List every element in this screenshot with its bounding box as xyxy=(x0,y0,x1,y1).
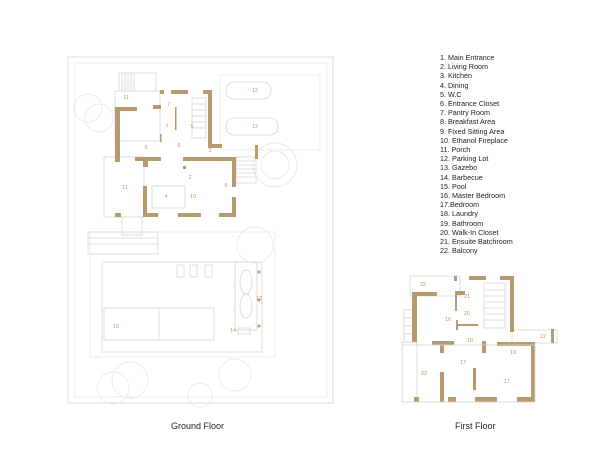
room-label: 17 xyxy=(460,360,466,366)
legend-item: 11. Porch xyxy=(440,145,471,155)
ground-floor-caption: Ground Floor xyxy=(171,421,225,431)
tree xyxy=(218,358,252,392)
room-label: 4 xyxy=(164,194,167,200)
tree xyxy=(84,103,114,133)
room-label: 14 xyxy=(230,328,236,334)
first-floor-plan: 22 21 20 16 18 22 19 17 22 17 xyxy=(401,275,558,403)
room-label: 2 xyxy=(188,175,191,181)
legend-item: 10. Ethanol Fireplace xyxy=(440,135,508,145)
legend-item: 8. Breakfast Area xyxy=(440,117,496,127)
legend-item: 15. Pool xyxy=(440,181,467,191)
room-label: 11 xyxy=(123,95,129,101)
room-label: 7 xyxy=(165,124,168,130)
room-label: 12 xyxy=(252,124,258,130)
first-walls xyxy=(412,276,554,402)
legend-item: 9. Fixed Sitting Area xyxy=(440,126,505,136)
legend-item: 6. Entrance Closet xyxy=(440,99,500,109)
room-label: 20 xyxy=(464,311,470,317)
room-label: 12 xyxy=(252,88,258,94)
tree xyxy=(111,361,149,399)
room-label: 7 xyxy=(167,102,170,108)
tree xyxy=(236,226,274,264)
legend-item: 20. Walk-In Closet xyxy=(440,227,499,237)
room-label: 13 xyxy=(256,296,262,302)
gazebo xyxy=(234,261,258,331)
room-label: 6 xyxy=(144,145,147,151)
legend-item: 22. Balcony xyxy=(440,246,478,256)
barbecue xyxy=(237,327,251,335)
room-label: 9 xyxy=(224,183,227,189)
room-label: 19 xyxy=(510,350,516,356)
room-label: 22 xyxy=(420,282,426,288)
room-label: 22 xyxy=(540,334,546,340)
legend-item: 21. Ensuite Batchroom xyxy=(440,237,513,247)
legend-item: 3. Kitchen xyxy=(440,71,472,81)
legend-item: 16. Master Bedroom xyxy=(440,191,506,201)
room-label: 18 xyxy=(467,338,473,344)
legend-item: 5. W.C xyxy=(440,89,462,99)
legend-item: 2. Living Room xyxy=(440,62,488,72)
ground-walls xyxy=(115,90,258,217)
tree xyxy=(73,93,103,123)
room-label: 16 xyxy=(445,317,451,323)
site-boundary xyxy=(67,56,334,404)
ground-stairs xyxy=(87,72,257,255)
legend-item: 17.Bedroom xyxy=(440,200,480,210)
parking-area xyxy=(219,74,321,151)
legend-item: 12. Parking Lot xyxy=(440,154,489,164)
legend-item: 1. Main Entrance xyxy=(440,53,495,62)
legend-item: 13. Gazebo xyxy=(440,163,478,173)
terrace xyxy=(89,231,276,358)
room-label: 5 xyxy=(190,124,193,130)
legend-item: 4. Dining xyxy=(440,80,469,90)
room-label: 21 xyxy=(464,294,470,300)
legend-item: 18. Laundry xyxy=(440,209,478,219)
first-stairs xyxy=(403,282,506,343)
first-room-labels: 22 21 20 16 18 22 19 17 22 17 xyxy=(420,282,546,385)
room-label: 15 xyxy=(113,324,119,330)
tree xyxy=(252,142,298,188)
first-floor-caption: First Floor xyxy=(455,421,496,431)
room-label: 10 xyxy=(190,194,196,200)
room-label: 22 xyxy=(421,371,427,377)
legend-item: 19. Bathroom xyxy=(440,218,484,228)
ground-room-labels: 11 7 7 5 6 6 3 2 9 11 4 10 12 12 13 15 1… xyxy=(113,88,262,334)
legend-item: 7. Pantry Room xyxy=(440,108,490,118)
room-label: 3 xyxy=(208,148,211,154)
room-label: 11 xyxy=(122,185,128,191)
room-label: 17 xyxy=(504,379,510,385)
room-label: 6 xyxy=(177,143,180,149)
car-icons xyxy=(225,81,279,136)
legend-item: 14. Barbecue xyxy=(440,172,483,182)
ground-floor-plan: 11 7 7 5 6 6 3 2 9 11 4 10 12 12 13 15 1… xyxy=(67,56,334,408)
